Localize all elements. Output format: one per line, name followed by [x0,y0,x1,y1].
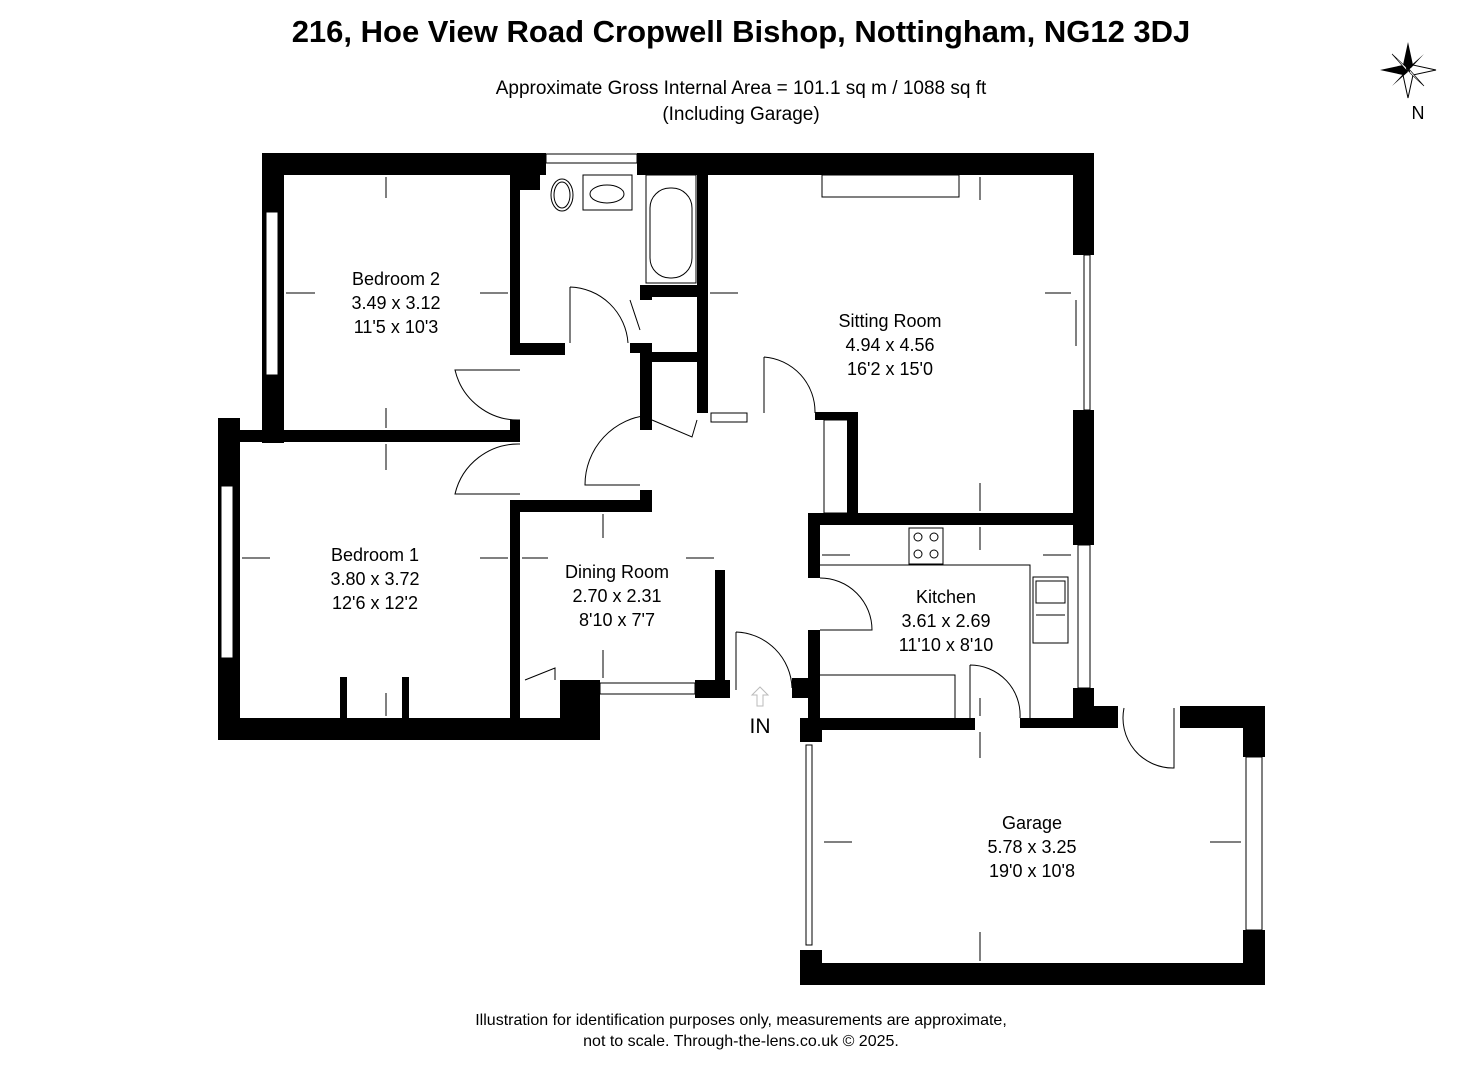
room-bedroom-2: Bedroom 2 3.49 x 3.12 11'5 x 10'3 [351,269,440,337]
room-metric: 3.61 x 2.69 [901,611,990,631]
room-kitchen: Kitchen 3.61 x 2.69 11'10 x 8'10 [899,587,994,655]
room-imperial: 8'10 x 7'7 [579,610,655,630]
room-name: Bedroom 1 [331,545,419,565]
room-imperial: 11'5 x 10'3 [354,317,439,337]
hob-icon [908,527,944,565]
room-metric: 3.80 x 3.72 [330,569,419,589]
room-imperial: 16'2 x 15'0 [847,359,933,379]
room-imperial: 19'0 x 10'8 [989,861,1075,881]
fireplace [821,174,960,198]
room-metric: 2.70 x 2.31 [572,586,661,606]
room-name: Kitchen [916,587,976,607]
room-name: Garage [1002,813,1062,833]
room-sitting-room: Sitting Room 4.94 x 4.56 16'2 x 15'0 [838,311,941,379]
entrance-label: IN [750,715,771,738]
disclaimer-line-2: not to scale. Through-the-lens.co.uk © 2… [583,1033,899,1050]
doors [454,286,1175,769]
windows [220,153,1263,946]
dimension-arrows [242,177,1241,961]
room-name: Dining Room [565,562,669,582]
room-name: Sitting Room [838,311,941,331]
room-metric: 4.94 x 4.56 [845,335,934,355]
cupboard [823,419,849,514]
disclaimer-line-1: Illustration for identification purposes… [475,1012,1007,1029]
room-imperial: 11'10 x 8'10 [899,635,994,655]
bath-icon [645,174,697,284]
area-note: (Including Garage) [662,104,820,125]
room-metric: 3.49 x 3.12 [351,293,440,313]
basin-icon [582,174,633,211]
compass-north-label: N [1412,103,1425,123]
entrance-arrow-icon [750,686,770,707]
room-imperial: 12'6 x 12'2 [332,593,418,613]
toilet-icon [550,178,574,212]
room-name: Bedroom 2 [352,269,440,289]
room-bedroom-1: Bedroom 1 3.80 x 3.72 12'6 x 12'2 [330,545,419,613]
sink-icon [1032,576,1069,644]
page-title: 216, Hoe View Road Cropwell Bishop, Nott… [291,14,1191,49]
fixtures [550,174,1069,718]
room-dining-room: Dining Room 2.70 x 2.31 8'10 x 7'7 [565,562,669,630]
room-metric: 5.78 x 3.25 [987,837,1076,857]
gross-area: Approximate Gross Internal Area = 101.1 … [495,78,987,99]
room-garage: Garage 5.78 x 3.25 19'0 x 10'8 [987,813,1076,881]
compass-icon [1380,42,1437,99]
